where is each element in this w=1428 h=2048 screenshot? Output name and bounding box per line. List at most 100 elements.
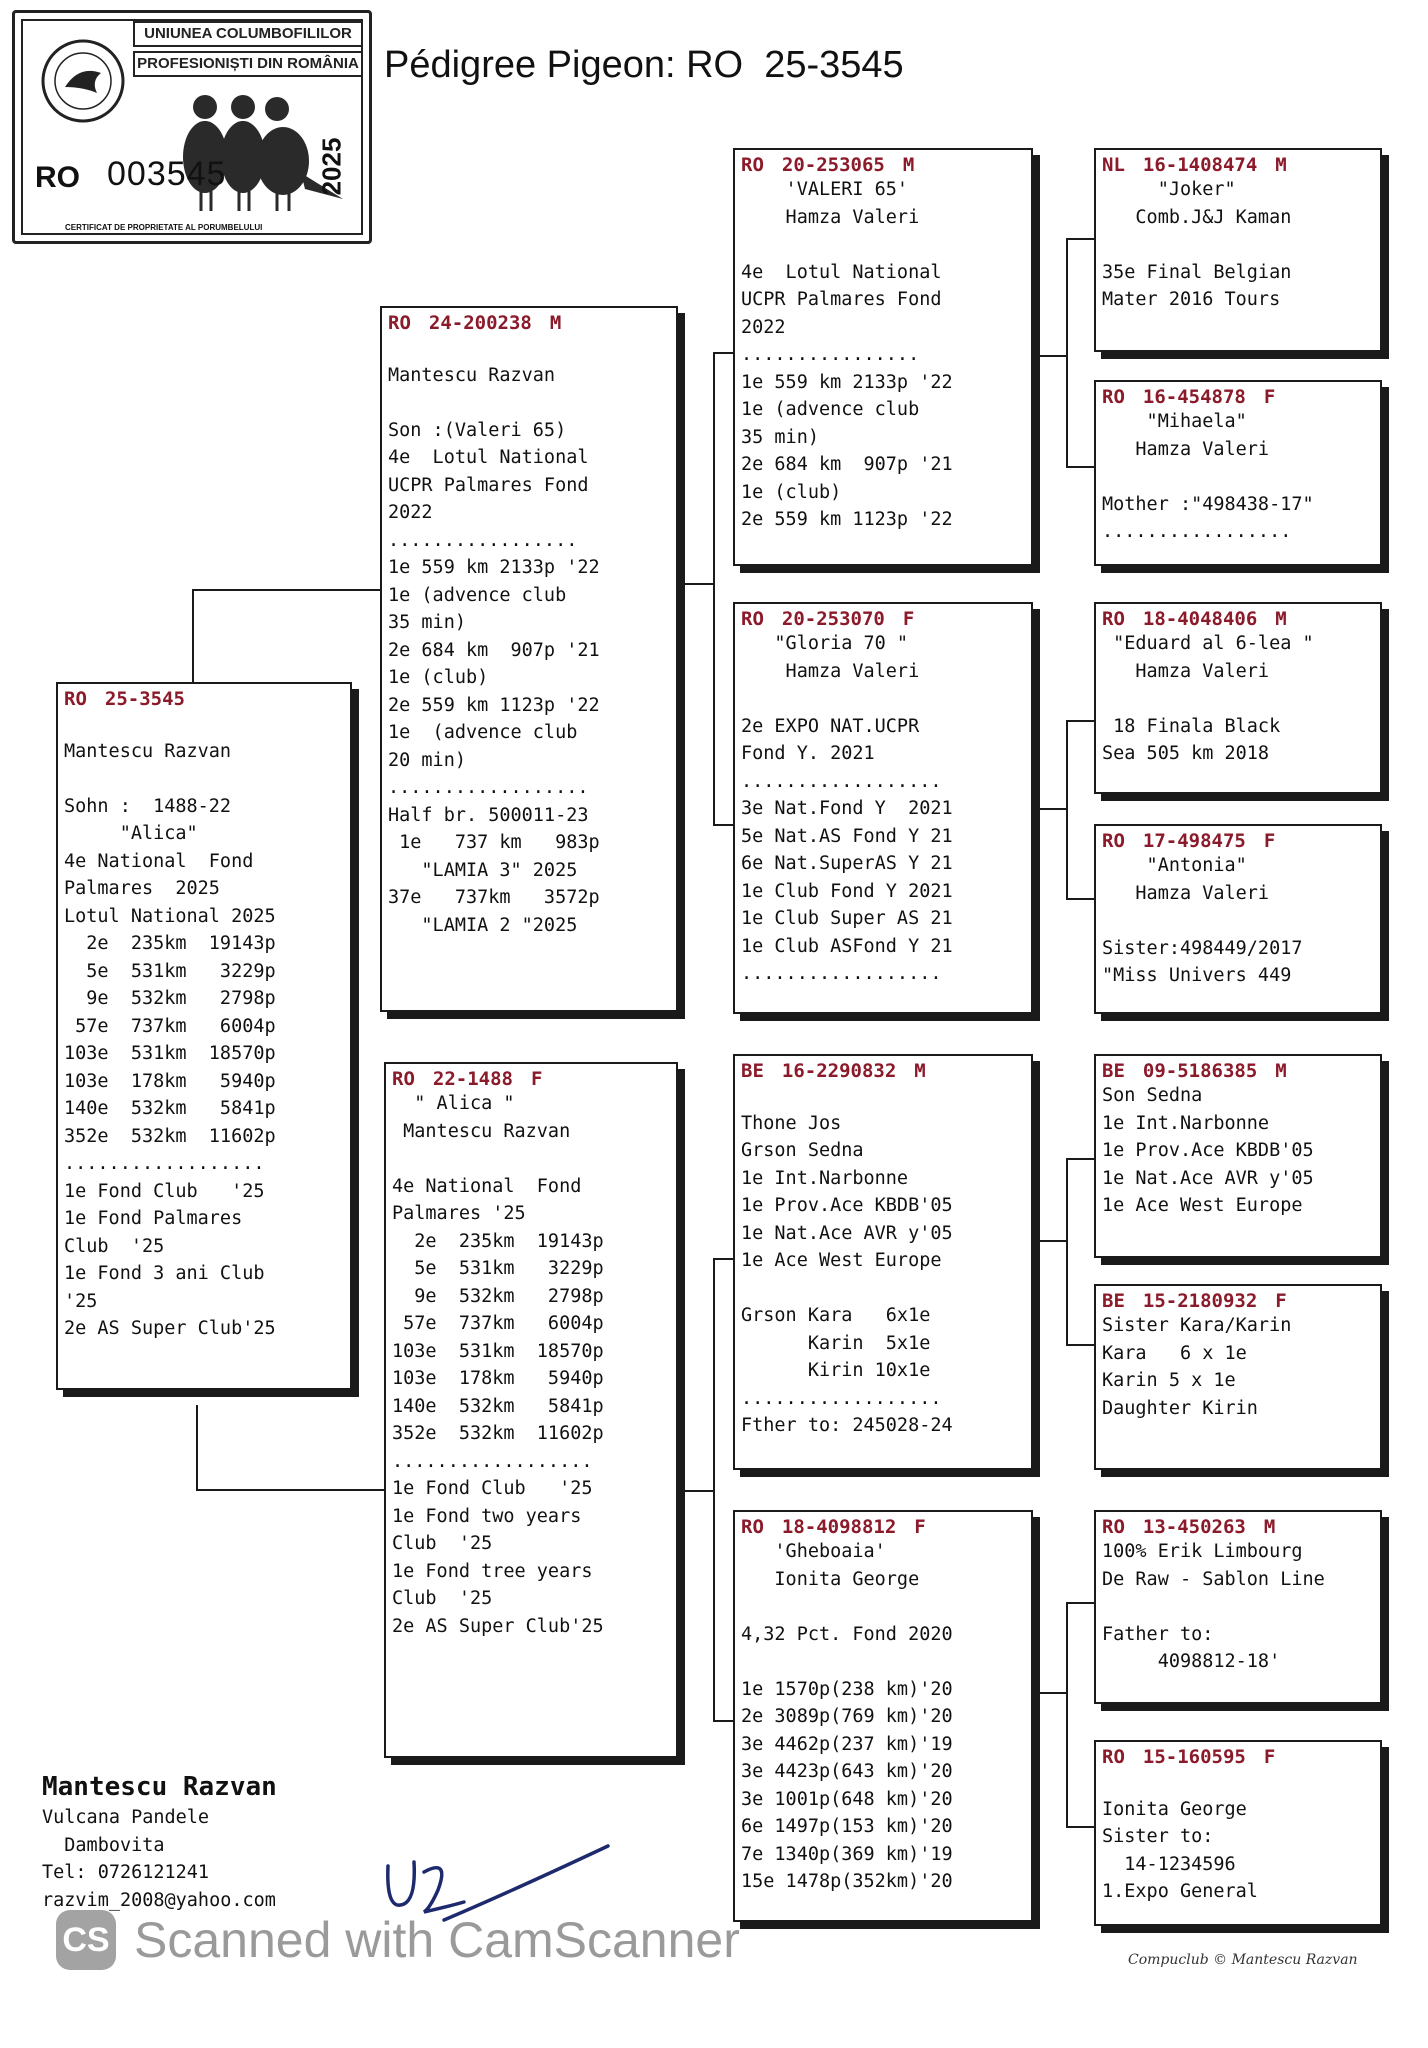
detail-line — [64, 710, 344, 738]
detail-line: Club '25 — [392, 1533, 493, 1554]
detail-line: "LAMIA 2 "2025 — [388, 914, 578, 936]
detail-line: 1e (club) — [741, 481, 842, 503]
detail-line: 1e Club Fond Y 2021 — [741, 880, 953, 902]
pigeon-header: RO 20-253065 M — [741, 154, 1025, 176]
pigeon-header: BE 09-5186385 M — [1102, 1060, 1374, 1082]
connector-ds-bracket — [1066, 1158, 1096, 1346]
detail-line: Mantescu Razvan — [388, 364, 556, 386]
detail-line: 1e Nat.Ace AVR y'05 — [1102, 1167, 1314, 1189]
detail-line: "Antonia" — [1102, 855, 1247, 876]
country-code: RO — [741, 608, 764, 630]
detail-line: 2e 559 km 1123p '22 — [741, 509, 953, 530]
detail-line: 103e 178km 5940p — [392, 1368, 604, 1389]
detail-line: Sohn : 1488-22 — [64, 795, 232, 817]
detail-line — [1102, 1593, 1374, 1621]
detail-line — [741, 231, 1025, 259]
detail-line: Club '25 — [392, 1588, 493, 1609]
stamp-frame — [21, 19, 363, 235]
detail-line: De Raw - Sablon Line — [1102, 1568, 1325, 1590]
detail-line: 35e Final Belgian — [1102, 261, 1292, 283]
detail-line: Thone Jos — [741, 1112, 842, 1134]
country-code: RO — [1102, 608, 1125, 630]
pigeon-card-subject: RO 25-3545 Mantescu Razvan Sohn : 1488-2… — [56, 682, 352, 1390]
stamp-org-line1: UNIUNEA COLUMBOFILILOR — [133, 21, 363, 47]
detail-line: UCPR Palmares Fond — [741, 289, 942, 310]
scanner-watermark-text: Scanned with CamScanner — [134, 1912, 740, 1968]
detail-line: 'VALERI 65' — [741, 179, 909, 200]
detail-line — [64, 765, 344, 793]
detail-line: 1e (club) — [388, 667, 489, 688]
connector-sd-bracket — [1066, 720, 1096, 900]
detail-line: 1e (advence club — [741, 399, 920, 420]
detail-line: 5e 531km 3229p — [392, 1258, 604, 1279]
detail-line: Tel: 0726121241 — [42, 1862, 210, 1883]
sex-code: F — [1263, 386, 1276, 408]
detail-line: 4098812-18' — [1102, 1651, 1281, 1672]
sex-code: F — [914, 1516, 926, 1538]
detail-line: 1e Prov.Ace KBDB'05 — [741, 1195, 953, 1216]
ring-number: 20-253065 — [781, 154, 885, 176]
detail-line: 3e Nat.Fond Y 2021 — [741, 798, 953, 819]
breeder-contact: Mantescu Razvan Vulcana Pandele Dambovit… — [42, 1770, 277, 1914]
detail-line: "Gloria 70 " — [741, 633, 909, 654]
pigeon-card-sdd: RO 17-498475 F "Antonia" Hamza Valeri Si… — [1094, 824, 1382, 1014]
pigeon-header: RO 24-200238 M — [388, 312, 670, 334]
pigeons-illustration-icon — [183, 95, 343, 211]
detail-line — [1102, 685, 1374, 713]
ring-number: 18-4048406 — [1142, 608, 1258, 630]
detail-line: 2e 235km 19143p — [64, 933, 276, 954]
detail-line: 2e 684 km 907p '21 — [388, 639, 600, 661]
detail-line: 4e National Fond — [392, 1175, 582, 1197]
detail-line: Mater 2016 Tours — [1102, 289, 1281, 310]
detail-line: Daughter Kirin — [1102, 1397, 1258, 1419]
pigeon-header: RO 18-4098812 F — [741, 1516, 1025, 1538]
ring-number: 18-4098812 — [781, 1516, 897, 1538]
detail-line: Grson Kara 6x1e — [741, 1305, 931, 1326]
sex-code: F — [902, 608, 915, 630]
detail-line: 352e 532km 11602p — [64, 1125, 276, 1147]
pigeon-card-dam: RO 22-1488 F " Alica " Mantescu Razvan 4… — [384, 1062, 678, 1758]
pigeon-card-sire-sire: RO 20-253065 M 'VALERI 65' Hamza Valeri … — [733, 148, 1033, 566]
pigeon-card-sds: RO 18-4048406 M "Eduard al 6-lea " Hamza… — [1094, 602, 1382, 794]
detail-line: Hamza Valeri — [741, 660, 920, 682]
scanner-watermark: CS Scanned with CamScanner — [56, 1910, 740, 1970]
connector-dam-split — [679, 1490, 715, 1492]
detail-line: 4e Lotul National — [741, 261, 942, 283]
detail-line: Karin 5 x 1e — [1102, 1370, 1236, 1391]
country-code: RO — [1102, 830, 1125, 852]
detail-line: Son :(Valeri 65) — [388, 419, 567, 441]
detail-line: Kirin 10x1e — [741, 1360, 931, 1381]
country-code: BE — [741, 1060, 764, 1082]
detail-line: 14-1234596 — [1102, 1853, 1236, 1875]
detail-line: Son Sedna — [1102, 1085, 1203, 1106]
country-code: RO — [1102, 1516, 1125, 1538]
detail-line: 103e 531km 18570p — [392, 1340, 604, 1362]
detail-line — [741, 1648, 1025, 1676]
detail-line: Comb.J&J Kaman — [1102, 206, 1292, 228]
detail-line: .................. — [741, 963, 942, 984]
detail-line — [741, 1593, 1025, 1621]
pigeon-header: RO 22-1488 F — [392, 1068, 670, 1090]
pigeon-header: RO 13-450263 M — [1102, 1516, 1374, 1538]
detail-line — [1102, 463, 1374, 491]
detail-line — [741, 1275, 1025, 1303]
connector-subject-sire — [192, 589, 387, 695]
pigeon-header: RO 20-253070 F — [741, 608, 1025, 630]
detail-line: 57e 737km 6004p — [392, 1313, 604, 1334]
detail-line — [1102, 907, 1374, 935]
pigeon-card-sire: RO 24-200238 M Mantescu Razvan Son :(Val… — [380, 306, 678, 1012]
detail-line: Sister Kara/Karin — [1102, 1315, 1292, 1336]
detail-line: 1e Ace West Europe — [1102, 1195, 1303, 1216]
detail-line: 2022 — [741, 316, 786, 338]
country-code: RO — [64, 688, 87, 710]
detail-line: 35 min) — [741, 426, 819, 448]
detail-line: 1e Prov.Ace KBDB'05 — [1102, 1140, 1314, 1161]
ring-number: 16-454878 — [1142, 386, 1246, 408]
detail-line: Kara 6 x 1e — [1102, 1342, 1247, 1364]
pigeon-card-dam-dam: RO 18-4098812 F 'Gheboaia' Ionita George… — [733, 1510, 1033, 1922]
sex-code: M — [914, 1060, 926, 1082]
